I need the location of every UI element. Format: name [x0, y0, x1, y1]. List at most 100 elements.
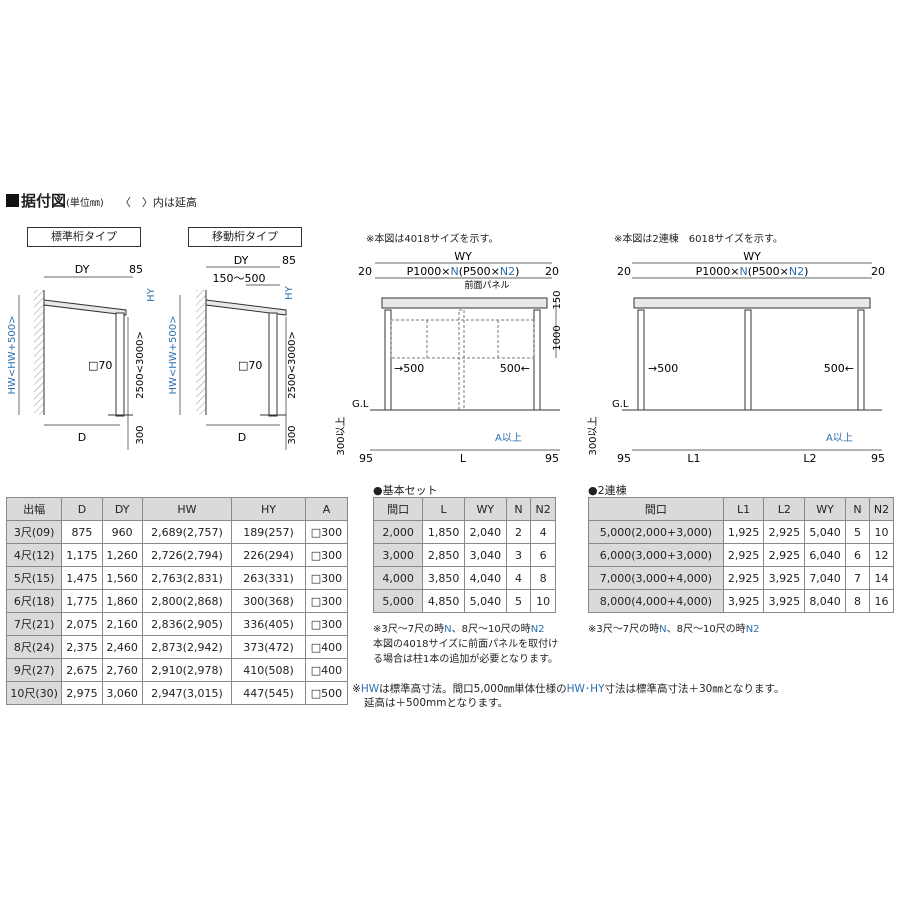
table-cell: 447(545): [231, 681, 306, 705]
table-cell: 7,040: [804, 566, 846, 590]
table-cell: 3,925: [722, 589, 765, 613]
left-post: [637, 309, 645, 411]
table-cell: 8,040: [804, 589, 846, 613]
d1000-label: 1000: [552, 325, 563, 350]
table-cell: 2,763(2,831): [141, 566, 233, 590]
extension-note: 〈 〉内は延高: [119, 196, 197, 209]
table-cell: □300: [304, 566, 349, 590]
table-cell: 263(331): [231, 566, 306, 590]
table-cell: 960: [101, 520, 143, 544]
table-cell: 373(472): [231, 635, 306, 659]
left-500-label: →500: [394, 362, 424, 375]
table-cell: 8: [844, 589, 870, 613]
col-header: N: [505, 497, 532, 521]
d-label: D: [238, 431, 246, 444]
table-cell: 1,850: [422, 520, 465, 544]
left-500-label: →500: [648, 362, 678, 375]
table-cell: 1,175: [61, 543, 103, 567]
l-label: L: [460, 452, 467, 465]
table-cell: 226(294): [231, 543, 306, 567]
table-cell: 10: [868, 520, 895, 544]
table-cell: 2,910(2,978): [141, 658, 233, 682]
col-header: 間口: [588, 497, 724, 521]
d-label: D: [78, 431, 86, 444]
col-header: L: [422, 497, 465, 521]
table-cell: 1,775: [61, 589, 103, 613]
col-header: HW: [141, 497, 233, 521]
gl-label: G.L: [352, 399, 369, 410]
table-cell: 189(257): [231, 520, 306, 544]
table-header-row: 間口 L WY N N2: [372, 497, 556, 521]
hw-label: HW<HW+500>: [168, 315, 179, 394]
table-cell: 4: [505, 566, 532, 590]
table-cell: 4,850: [422, 589, 465, 613]
table-cell: 6,000(3,000+3,000): [588, 543, 724, 567]
right-20-label: 20: [545, 265, 559, 278]
table-cell: 3,000: [372, 543, 424, 567]
pitch-label: P1000×N(P500×N2): [696, 265, 809, 278]
standard-type-label: 標準桁タイプ: [27, 227, 141, 247]
left-95-label: 95: [359, 452, 373, 465]
l1-label: L1: [687, 452, 700, 465]
double-title: ●2連棟: [588, 484, 627, 497]
unit-label: (単位㎜): [66, 198, 104, 209]
table-cell: 3,850: [422, 566, 465, 590]
table-cell: 4尺(12): [5, 543, 63, 567]
front-6018-diagram: WY 20 20 P1000×N(P500×N2) →500 500← G.L …: [587, 250, 885, 465]
table-cell: 8,000(4,000+4,000): [588, 589, 724, 613]
table-cell: 3,925: [763, 589, 806, 613]
table-cell: 3,925: [763, 566, 806, 590]
table-cell: □300: [304, 543, 349, 567]
col-header: N2: [868, 497, 895, 521]
h2500-label: 2500<3000>: [287, 331, 298, 399]
table-cell: 3,040: [463, 543, 507, 567]
table-cell: □400: [304, 658, 349, 682]
table-cell: 5: [505, 589, 532, 613]
col-header: N2: [530, 497, 556, 521]
table-cell: 410(508): [231, 658, 306, 682]
table-cell: 2,726(2,794): [141, 543, 233, 567]
range-label: 150～500: [213, 272, 266, 285]
table-cell: 6,040: [804, 543, 846, 567]
d300-label: 300: [287, 425, 298, 444]
table-cell: 2,873(2,942): [141, 635, 233, 659]
table-cell: 2,975: [61, 681, 103, 705]
post: [268, 312, 278, 417]
table-cell: 1,925: [722, 520, 765, 544]
table-cell: 4,000: [372, 566, 424, 590]
table-cell: 2,836(2,905): [141, 612, 233, 636]
table-cell: 5,000: [372, 589, 424, 613]
table-cell: 2,040: [463, 520, 507, 544]
hy-label: HY: [146, 287, 157, 302]
right-post: [857, 309, 865, 411]
table-cell: 3: [505, 543, 532, 567]
post: [115, 312, 125, 417]
a-label: A以上: [826, 432, 853, 444]
col-header: D: [61, 497, 103, 521]
col-header: L1: [722, 497, 765, 521]
pitch-label: P1000×N(P500×N2): [407, 265, 520, 278]
table-cell: 2,689(2,757): [141, 520, 233, 544]
d300-label: 300以上: [587, 416, 599, 455]
roof: [633, 297, 871, 309]
table-cell: 2,925: [763, 543, 806, 567]
table-cell: 1,860: [101, 589, 143, 613]
table-cell: 3尺(09): [5, 520, 63, 544]
right-500-label: 500←: [824, 362, 854, 375]
post-size-label: □70: [238, 359, 262, 372]
col-header: HY: [231, 497, 306, 521]
double-note: ※3尺～7尺の時N、8尺～10尺の時N2: [588, 624, 760, 635]
col-header: L2: [763, 497, 806, 521]
wall: [34, 290, 44, 415]
